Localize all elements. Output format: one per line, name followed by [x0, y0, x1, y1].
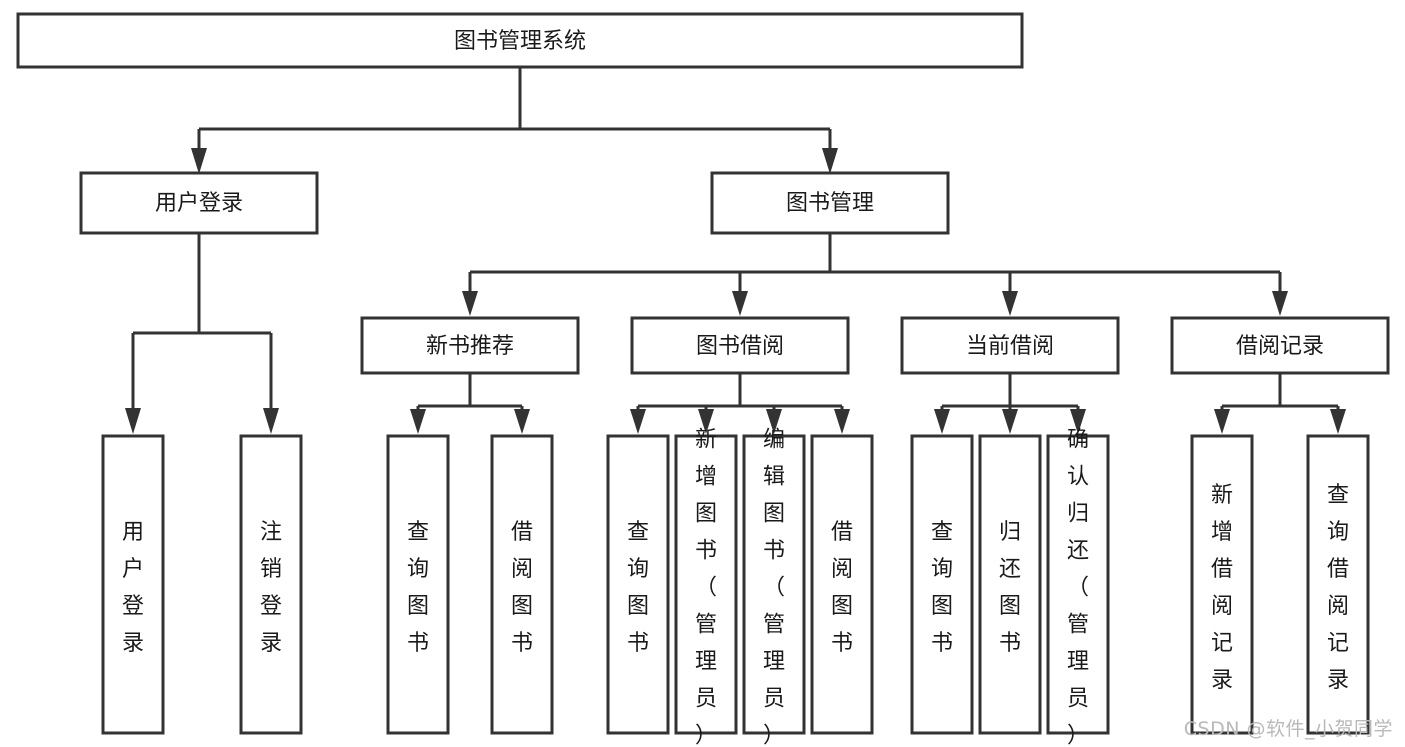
node-user-login[interactable]: 用户登录	[79, 171, 319, 235]
arrow-head-borrow-record	[1272, 291, 1288, 316]
connector-group-borrow-record	[1214, 373, 1346, 434]
leaf-label-user-login-1: 注销登录	[260, 520, 282, 656]
arrow-head-borrow-record-leaf-0	[1214, 409, 1230, 434]
arrow-head-current-borrow-leaf-1	[1002, 409, 1018, 434]
leaf-label-book-borrow-3: 借阅图书	[831, 520, 853, 656]
leaf-node[interactable]: 确认归还（管理员）	[1046, 427, 1110, 747]
node-current-borrow-rect[interactable]	[900, 316, 1120, 375]
node-book-management[interactable]: 图书管理	[710, 171, 950, 235]
leaf-node[interactable]: 归还图书	[978, 434, 1042, 735]
node-root-label: 图书管理系统	[454, 29, 586, 54]
leaf-rect-book-borrow-2[interactable]	[742, 434, 806, 735]
leaf-rect-new-book-1[interactable]	[490, 434, 554, 735]
node-book-borrow-rect[interactable]	[630, 316, 850, 375]
arrow-head-user-login-leaf-1	[263, 408, 279, 434]
leaf-node[interactable]: 查询图书	[606, 434, 670, 735]
leaf-rect-borrow-record-1[interactable]	[1306, 434, 1370, 735]
node-borrow-record-rect[interactable]	[1170, 316, 1390, 375]
leaf-node[interactable]: 编辑图书（管理员）	[742, 427, 806, 747]
arrow-head-current-borrow	[1002, 291, 1018, 316]
leaf-label-new-book-1: 借阅图书	[511, 520, 533, 656]
arrow-head-borrow-record-leaf-1	[1330, 409, 1346, 434]
arrow-head-book-borrow-leaf-0	[630, 409, 646, 434]
arrow-head-new-book-leaf-1	[514, 409, 530, 434]
leaf-label-current-borrow-0: 查询图书	[931, 520, 953, 656]
arrow-head-book-borrow-leaf-2	[766, 409, 782, 434]
node-current-borrow[interactable]: 当前借阅	[900, 316, 1120, 375]
leaf-node[interactable]: 查询图书	[910, 434, 974, 735]
connector-group-book-borrow	[630, 373, 850, 434]
leaf-rect-book-borrow-0[interactable]	[606, 434, 670, 735]
node-book-borrow[interactable]: 图书借阅	[630, 316, 850, 375]
connector-group-book-mgmt	[462, 233, 1288, 316]
arrow-head-book-borrow-leaf-3	[834, 409, 850, 434]
leaf-label-borrow-record-0: 新增借阅记录	[1211, 483, 1233, 693]
node-root[interactable]: 图书管理系统	[16, 12, 1024, 69]
leaf-label-borrow-record-1: 查询借阅记录	[1327, 483, 1349, 693]
leaf-label-book-borrow-1: 新增图书（管理员）	[695, 427, 717, 747]
arrow-head-book-mgmt	[822, 148, 838, 174]
node-user-login-label: 用户登录	[155, 191, 243, 216]
arrow-head-current-borrow-leaf-2	[1070, 409, 1086, 434]
arrow-head-new-book	[462, 291, 478, 316]
leaf-label-current-borrow-2: 确认归还（管理员）	[1067, 427, 1089, 747]
leaf-rect-current-borrow-0[interactable]	[910, 434, 974, 735]
arrow-head-new-book-leaf-0	[410, 409, 426, 434]
leaf-rect-new-book-0[interactable]	[386, 434, 450, 735]
leaf-node[interactable]: 借阅图书	[810, 434, 874, 735]
node-current-borrow-label: 当前借阅	[966, 334, 1054, 359]
node-user-login-rect[interactable]	[79, 171, 319, 235]
connector-group-current-borrow	[934, 373, 1086, 434]
leaf-node[interactable]: 用户登录	[101, 434, 165, 735]
leaf-label-user-login-0: 用户登录	[122, 520, 144, 656]
connector-group-root	[191, 67, 838, 174]
leaf-node[interactable]: 查询借阅记录	[1306, 434, 1370, 735]
node-borrow-record[interactable]: 借阅记录	[1170, 316, 1390, 375]
node-root-rect[interactable]	[16, 12, 1024, 69]
leaf-label-new-book-0: 查询图书	[407, 520, 429, 656]
node-new-book-recommend-rect[interactable]	[360, 316, 580, 375]
node-new-book-recommend[interactable]: 新书推荐	[360, 316, 580, 375]
arrow-head-user-login	[191, 148, 207, 174]
node-book-management-rect[interactable]	[710, 171, 950, 235]
node-new-book-recommend-label: 新书推荐	[426, 334, 514, 359]
leaf-rect-current-borrow-1[interactable]	[978, 434, 1042, 735]
leaf-node[interactable]: 查询图书	[386, 434, 450, 735]
arrow-head-current-borrow-leaf-0	[934, 409, 950, 434]
leaf-node[interactable]: 新增借阅记录	[1190, 434, 1254, 735]
leaf-rect-book-borrow-3[interactable]	[810, 434, 874, 735]
leaf-node[interactable]: 借阅图书	[490, 434, 554, 735]
arrow-head-user-login-leaf-0	[125, 408, 141, 434]
leaf-rect-current-borrow-2[interactable]	[1046, 434, 1110, 735]
leaf-rect-user-login-0[interactable]	[101, 434, 165, 735]
connector-group-user-login	[125, 233, 279, 434]
connector-group-new-book	[410, 373, 530, 434]
leaf-label-book-borrow-2: 编辑图书（管理员）	[763, 427, 785, 747]
arrow-head-book-borrow-leaf-1	[698, 409, 714, 434]
leaf-rect-book-borrow-1[interactable]	[674, 434, 738, 735]
leaf-rect-borrow-record-0[interactable]	[1190, 434, 1254, 735]
leaf-node[interactable]: 注销登录	[239, 434, 303, 735]
node-book-borrow-label: 图书借阅	[696, 334, 784, 359]
leaf-label-book-borrow-0: 查询图书	[627, 520, 649, 656]
node-book-management-label: 图书管理	[786, 191, 874, 216]
leaf-label-current-borrow-1: 归还图书	[999, 520, 1021, 656]
leaf-rect-user-login-1[interactable]	[239, 434, 303, 735]
node-borrow-record-label: 借阅记录	[1236, 334, 1324, 359]
leaf-node[interactable]: 新增图书（管理员）	[674, 427, 738, 747]
arrow-head-book-borrow	[732, 291, 748, 316]
